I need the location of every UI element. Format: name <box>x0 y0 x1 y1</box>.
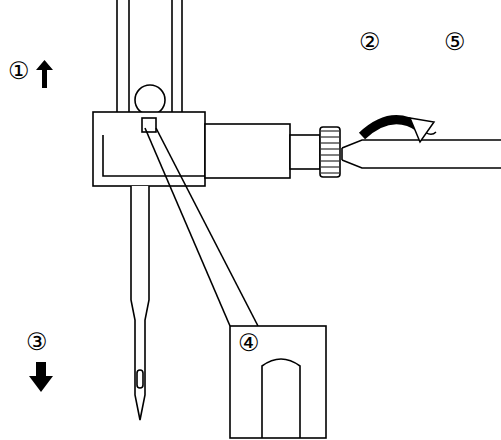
callout-number: ③ <box>26 330 48 354</box>
callout-number: ② <box>359 30 381 54</box>
callout-number: ① <box>8 59 30 83</box>
callout-number: ④ <box>238 331 260 355</box>
callout-number: ⑤ <box>444 30 466 54</box>
